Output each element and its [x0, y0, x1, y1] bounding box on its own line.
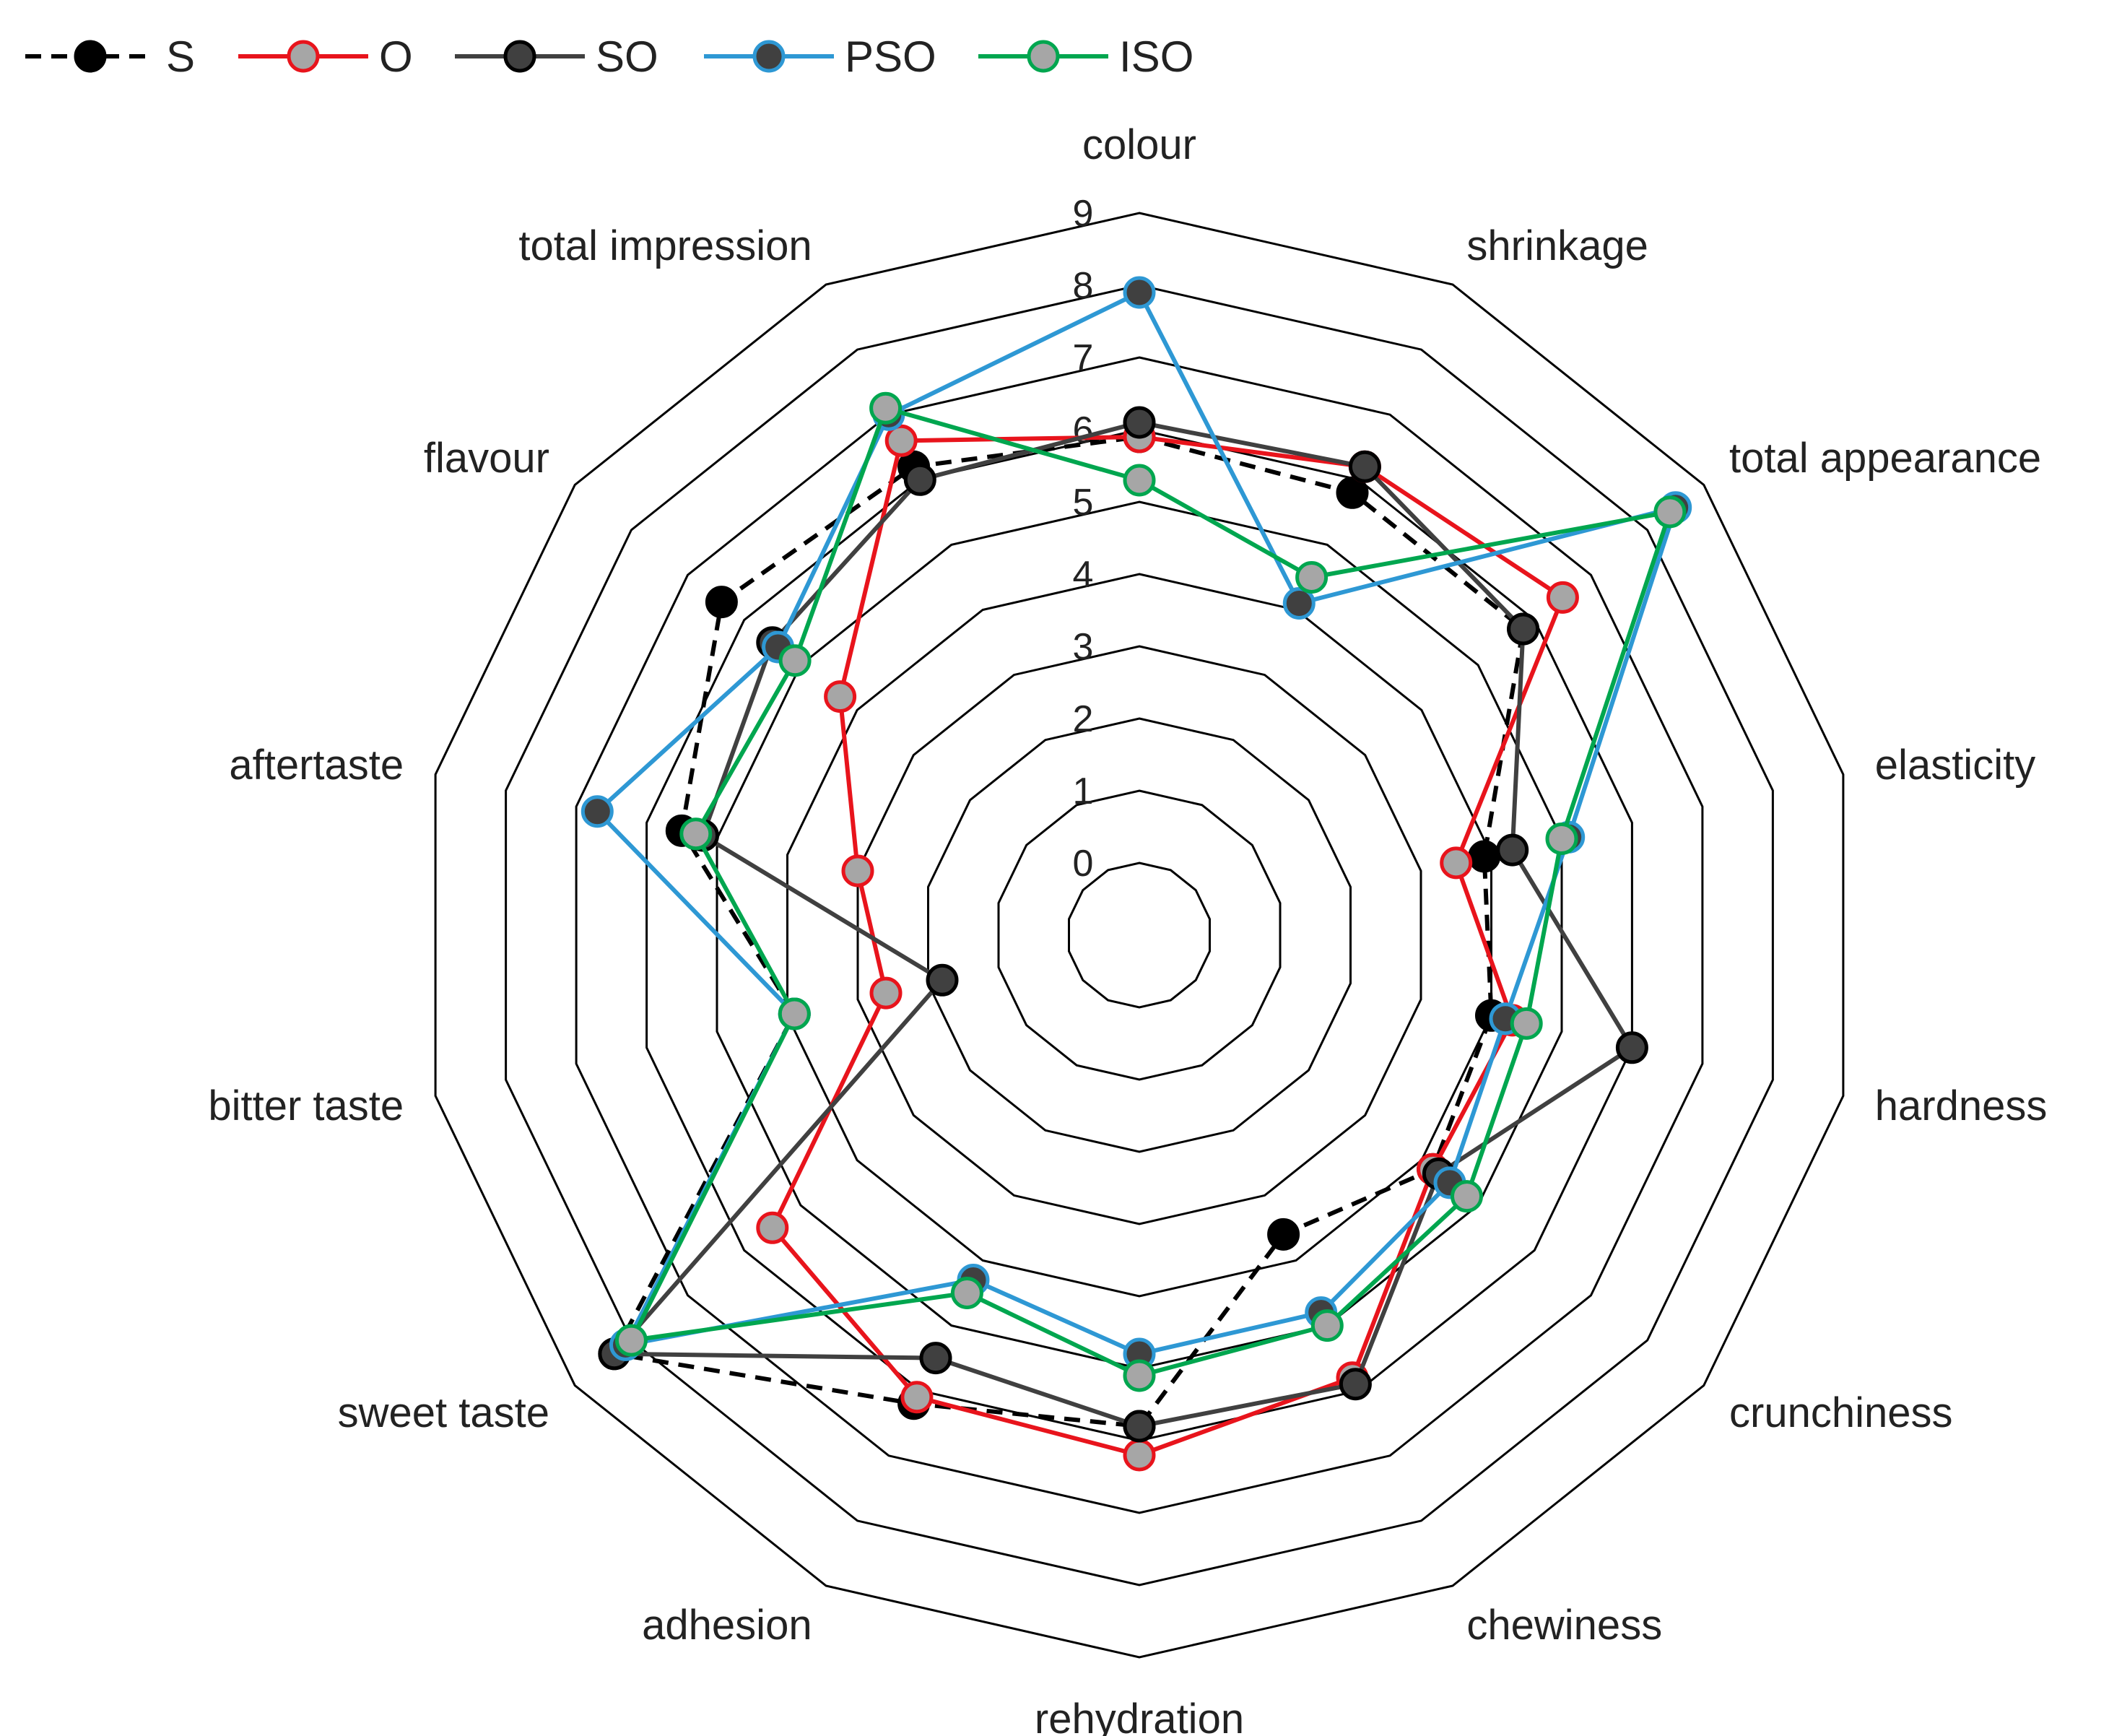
legend-item: SO [455, 32, 658, 81]
category-labels: colour shrinkage total appearance elasticit… [208, 121, 2047, 1736]
data-point [580, 795, 614, 828]
data-point [824, 680, 857, 713]
data-point [1282, 587, 1316, 620]
category-label: flavour [424, 435, 549, 482]
category-label: hardness [1875, 1082, 2048, 1129]
grid-ring [716, 500, 1563, 1370]
data-point [1123, 1438, 1156, 1472]
data-point [1615, 1031, 1648, 1064]
legend-marker [74, 40, 107, 73]
category-label: total impression [518, 222, 812, 269]
data-point [1339, 1368, 1372, 1401]
category-label: bitter taste [208, 1082, 404, 1129]
tick-label: 8 [1073, 265, 1094, 307]
category-label: chewiness [1466, 1602, 1662, 1649]
tick-label: 1 [1073, 771, 1094, 812]
legend-item: O [238, 32, 413, 81]
category-label: aftertaste [229, 742, 404, 789]
data-point [1123, 1359, 1156, 1392]
legend-label: O [379, 32, 413, 81]
grid-ring [505, 284, 1774, 1587]
legend-marker [752, 40, 786, 73]
data-point [778, 997, 811, 1030]
grid-ring [434, 212, 1845, 1659]
legend-item: PSO [704, 32, 936, 81]
category-label: colour [1082, 121, 1196, 168]
data-point [1510, 1007, 1543, 1040]
data-point [1295, 561, 1329, 594]
tick-label: 4 [1073, 554, 1094, 596]
data-point [1440, 846, 1473, 880]
legend-label: SO [596, 32, 658, 81]
series-line [612, 435, 1526, 1428]
category-label: crunchiness [1729, 1389, 1952, 1436]
grid-ring [1068, 862, 1211, 1009]
data-point [1123, 406, 1156, 439]
data-point [1546, 581, 1579, 614]
tick-label: 5 [1073, 482, 1094, 524]
data-point [1336, 476, 1369, 509]
data-point [756, 1211, 789, 1244]
data-point [705, 586, 738, 619]
data-point [1267, 1218, 1300, 1251]
data-point [900, 1381, 934, 1414]
tick-label: 3 [1073, 626, 1094, 668]
data-point [950, 1277, 983, 1309]
data-point [778, 644, 812, 677]
legend-marker [287, 40, 320, 73]
data-point [1310, 1309, 1344, 1342]
data-point [1468, 840, 1501, 873]
data-point [919, 1342, 952, 1375]
data-point [1496, 833, 1529, 867]
legend-marker [503, 40, 536, 73]
legend-label: PSO [845, 32, 936, 81]
legend-marker [1027, 40, 1060, 73]
category-label: adhesion [642, 1602, 812, 1649]
grid-ring [997, 789, 1282, 1081]
data-point [903, 463, 936, 496]
grid-ring [856, 645, 1422, 1225]
data-point [1653, 495, 1687, 529]
grid-ring [927, 717, 1352, 1153]
data-point [926, 963, 959, 997]
data-point [1545, 823, 1578, 855]
legend-label: S [166, 32, 195, 81]
tick-label: 7 [1073, 337, 1094, 379]
data-point [614, 1324, 648, 1357]
data-point [1123, 464, 1156, 497]
tick-label: 9 [1073, 193, 1094, 235]
series-group [580, 276, 1692, 1472]
data-point [1123, 1410, 1156, 1443]
tick-label: 2 [1073, 698, 1094, 740]
category-label: total appearance [1729, 435, 2041, 482]
legend-item: S [25, 32, 195, 81]
series-iso [614, 391, 1687, 1392]
legend-label: ISO [1119, 32, 1193, 81]
data-point [1123, 276, 1156, 309]
legend-item: ISO [978, 32, 1193, 81]
data-point [869, 976, 903, 1010]
data-point [869, 391, 903, 425]
data-point [679, 817, 713, 851]
data-point [1451, 1180, 1483, 1213]
data-point [1348, 450, 1381, 483]
category-label: elasticity [1875, 742, 2035, 789]
category-label: sweet taste [338, 1389, 549, 1436]
data-point [841, 854, 874, 887]
grid-ring [786, 573, 1492, 1298]
data-point [884, 424, 918, 457]
category-label: rehydration [1035, 1696, 1244, 1736]
tick-label: 0 [1073, 843, 1094, 885]
data-point [1507, 612, 1540, 646]
category-label: shrinkage [1466, 222, 1648, 269]
